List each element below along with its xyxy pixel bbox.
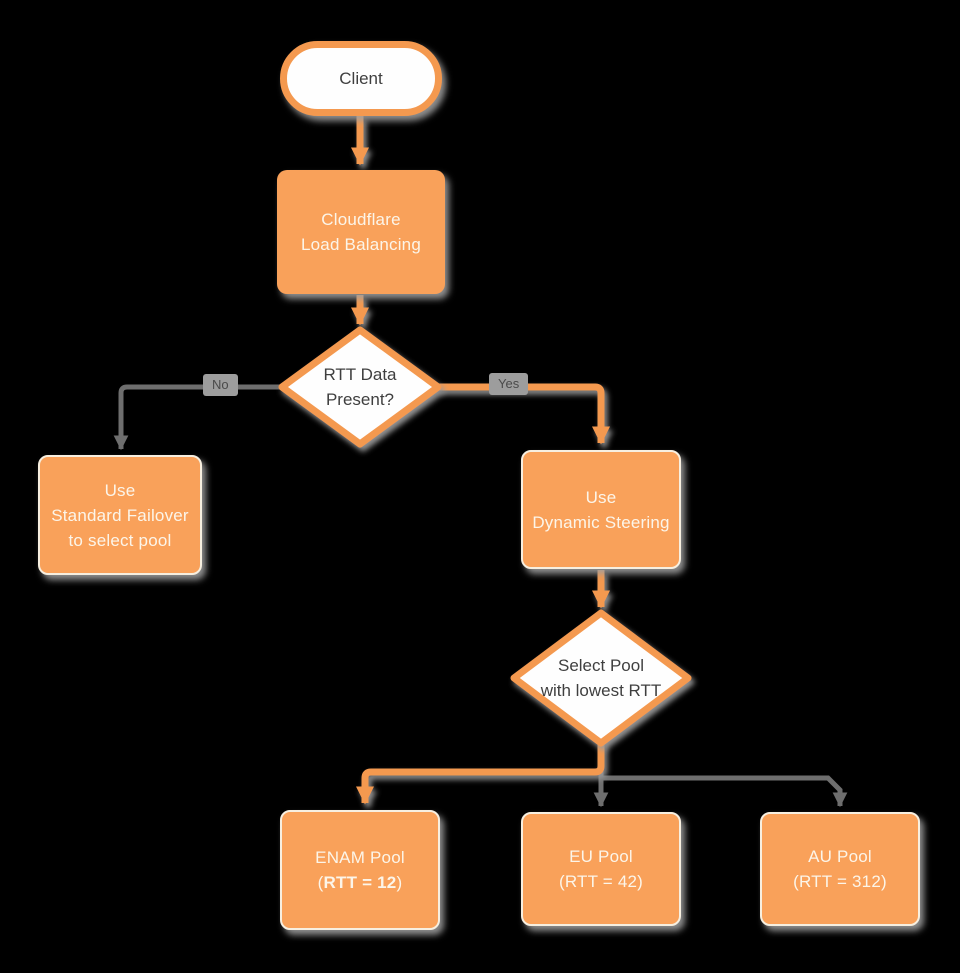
edge-label-no: No [203,374,238,396]
edge-rtt-no-failover [113,384,283,451]
edge-selectpool-au [601,775,848,808]
node-client: Client [280,41,442,116]
edge-label-yes: Yes [489,373,529,395]
node-dynamic-steering: Use Dynamic Steering [521,450,681,569]
eu-pool-label: EU Pool (RTT = 42) [558,847,644,891]
node-enam-pool: ENAM Pool (RTT = 12) [280,810,440,930]
enam-rtt-value: RTT = 12 [323,873,397,892]
enam-pool-line2: (RTT = 12) [317,873,403,892]
select-pool-diamond [510,609,692,747]
au-pool-label: AU Pool (RTT = 312) [793,847,887,891]
edge-rtt-yes-dynamic [437,383,610,445]
client-label: Client [339,68,383,88]
node-standard-failover: Use Standard Failover to select pool [38,455,202,575]
cloudflare-label: Cloudflare Load Balancing [300,210,421,254]
edge-selectpool-enam [356,742,605,805]
enam-pool-label: ENAM Pool (RTT = 12) [315,845,405,895]
enam-pool-line1: ENAM Pool [315,848,405,867]
rtt-decision-label: RTT Data Present? [323,365,397,409]
rtt-decision-diamond [278,326,442,448]
dynamic-steering-label: Use Dynamic Steering [532,487,670,532]
select-pool-label: Select Pool with lowest RTT [540,656,662,700]
standard-failover-label: Use Standard Failover to select pool [51,480,189,550]
node-eu-pool: EU Pool (RTT = 42) [521,812,681,926]
node-cloudflare: Cloudflare Load Balancing [277,170,445,294]
node-au-pool: AU Pool (RTT = 312) [760,812,920,926]
